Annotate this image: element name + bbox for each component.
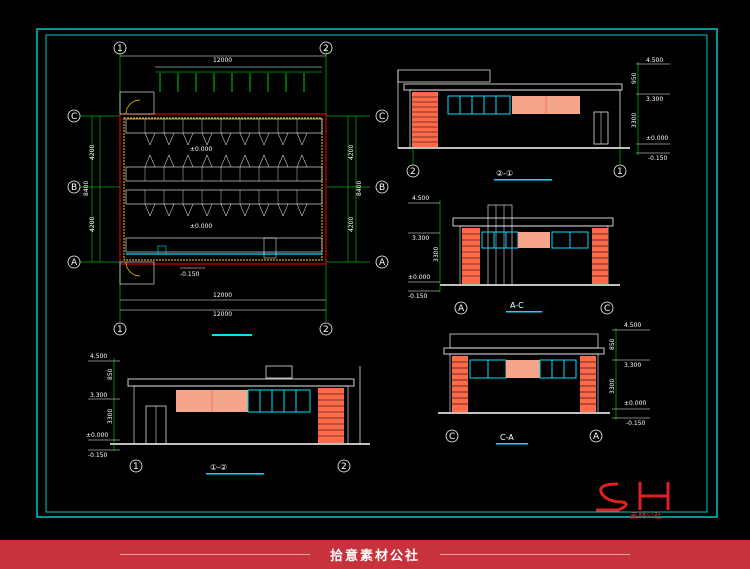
eca-level-mid: 3.300 [624,362,641,369]
axis-2-top: 2 [323,44,329,54]
eac-caption: A-C [510,301,524,310]
eac-axis-left: A [458,304,465,314]
e12-axis-right: 2 [341,462,347,472]
axis-bubbles [67,41,389,336]
elevation-2-1: 4.500 3.300 ±0.000 -0.150 950 3300 2 1 ②… [397,57,670,181]
plan-top-dim: 12000 [213,57,232,64]
e12-caption: ①-② [210,463,227,472]
plan-right-dim-total: 8400 [356,181,363,196]
e21-level-low: ±0.000 [646,135,668,142]
eac-axis-right: C [604,304,610,314]
plan-right-dim-b: 4200 [348,217,355,232]
cad-drawing: 12000 12000 12000 4200 4200 8400 [36,28,718,520]
plan-bottom-dim-1: 12000 [213,292,232,299]
plan-level-2: ±0.000 [190,223,212,230]
plan-left-dim-b: 4200 [89,217,96,232]
eca-axis-left: C [449,432,455,442]
eac-level-mid: 3.300 [412,235,429,242]
elevation-a-c: 4.500 3.300 ±0.000 -0.150 3300 A C A-C [408,195,620,315]
eca-level-ground: -0.150 [626,420,646,427]
eca-level-low: ±0.000 [624,400,646,407]
e21-axis-right: 1 [617,167,623,177]
footer-divider-left [120,554,310,555]
plan-left-dim-total: 8400 [83,181,90,196]
e12-axis-left: 1 [133,462,139,472]
eca-level-top: 4.500 [624,322,641,329]
e21-dim-h1: 950 [631,72,638,84]
axis-a-right: A [379,258,386,268]
e21-caption: ②-① [496,169,513,178]
e12-dim-h2: 3300 [107,409,114,424]
axis-1-top: 1 [117,44,123,54]
footer-text: 拾意素材公社 [329,549,420,564]
e21-level-mid: 3.300 [646,96,663,103]
e21-dim-h2: 3300 [631,113,638,128]
eac-level-low: ±0.000 [408,274,430,281]
plan-right-dim-a: 4200 [348,145,355,160]
e12-dim-h1: 850 [107,368,114,380]
elevation-1-2: 4.500 3.300 ±0.000 -0.150 850 3300 1 2 ①… [86,353,370,475]
e21-level-top: 4.500 [646,57,663,64]
axis-a-left: A [71,258,78,268]
eac-level-ground: -0.150 [408,293,428,300]
e12-level-top: 4.500 [90,353,107,360]
floor-plan: 12000 12000 12000 4200 4200 8400 [67,41,389,336]
plan-left-dim-a: 4200 [89,145,96,160]
plan-level-1: ±0.000 [190,146,212,153]
axis-c-left: C [71,112,77,122]
e21-axis-left: 2 [410,167,416,177]
logo-text: 素材公社 [630,510,662,520]
footer-divider-right [440,554,630,555]
eca-dim-h2: 3300 [609,379,616,394]
sh-logo: 素材公社 [596,482,670,520]
e12-level-low: ±0.000 [86,432,108,439]
plan-level-outside: -0.150 [180,271,200,278]
eca-caption: C-A [500,433,514,442]
elevation-c-a: 4.500 3.300 ±0.000 -0.150 850 3300 C A C… [438,322,650,445]
eca-axis-right: A [593,432,600,442]
axis-c-right: C [379,112,385,122]
inner-frame [45,34,708,513]
axis-b-right: B [379,183,385,193]
e12-level-ground: -0.150 [88,452,108,459]
axis-b-left: B [71,183,77,193]
e12-level-mid: 3.300 [90,392,107,399]
outer-frame [36,28,718,518]
footer-banner: 拾意素材公社 [0,540,750,569]
axis-2-bottom: 2 [323,325,329,335]
e21-level-ground: -0.150 [648,155,668,162]
plan-bottom-dim-2: 12000 [213,311,232,318]
axis-1-bottom: 1 [117,325,123,335]
eac-level-top: 4.500 [412,195,429,202]
eac-dim-h2: 3300 [433,247,440,262]
eca-dim-h1: 850 [609,338,616,350]
